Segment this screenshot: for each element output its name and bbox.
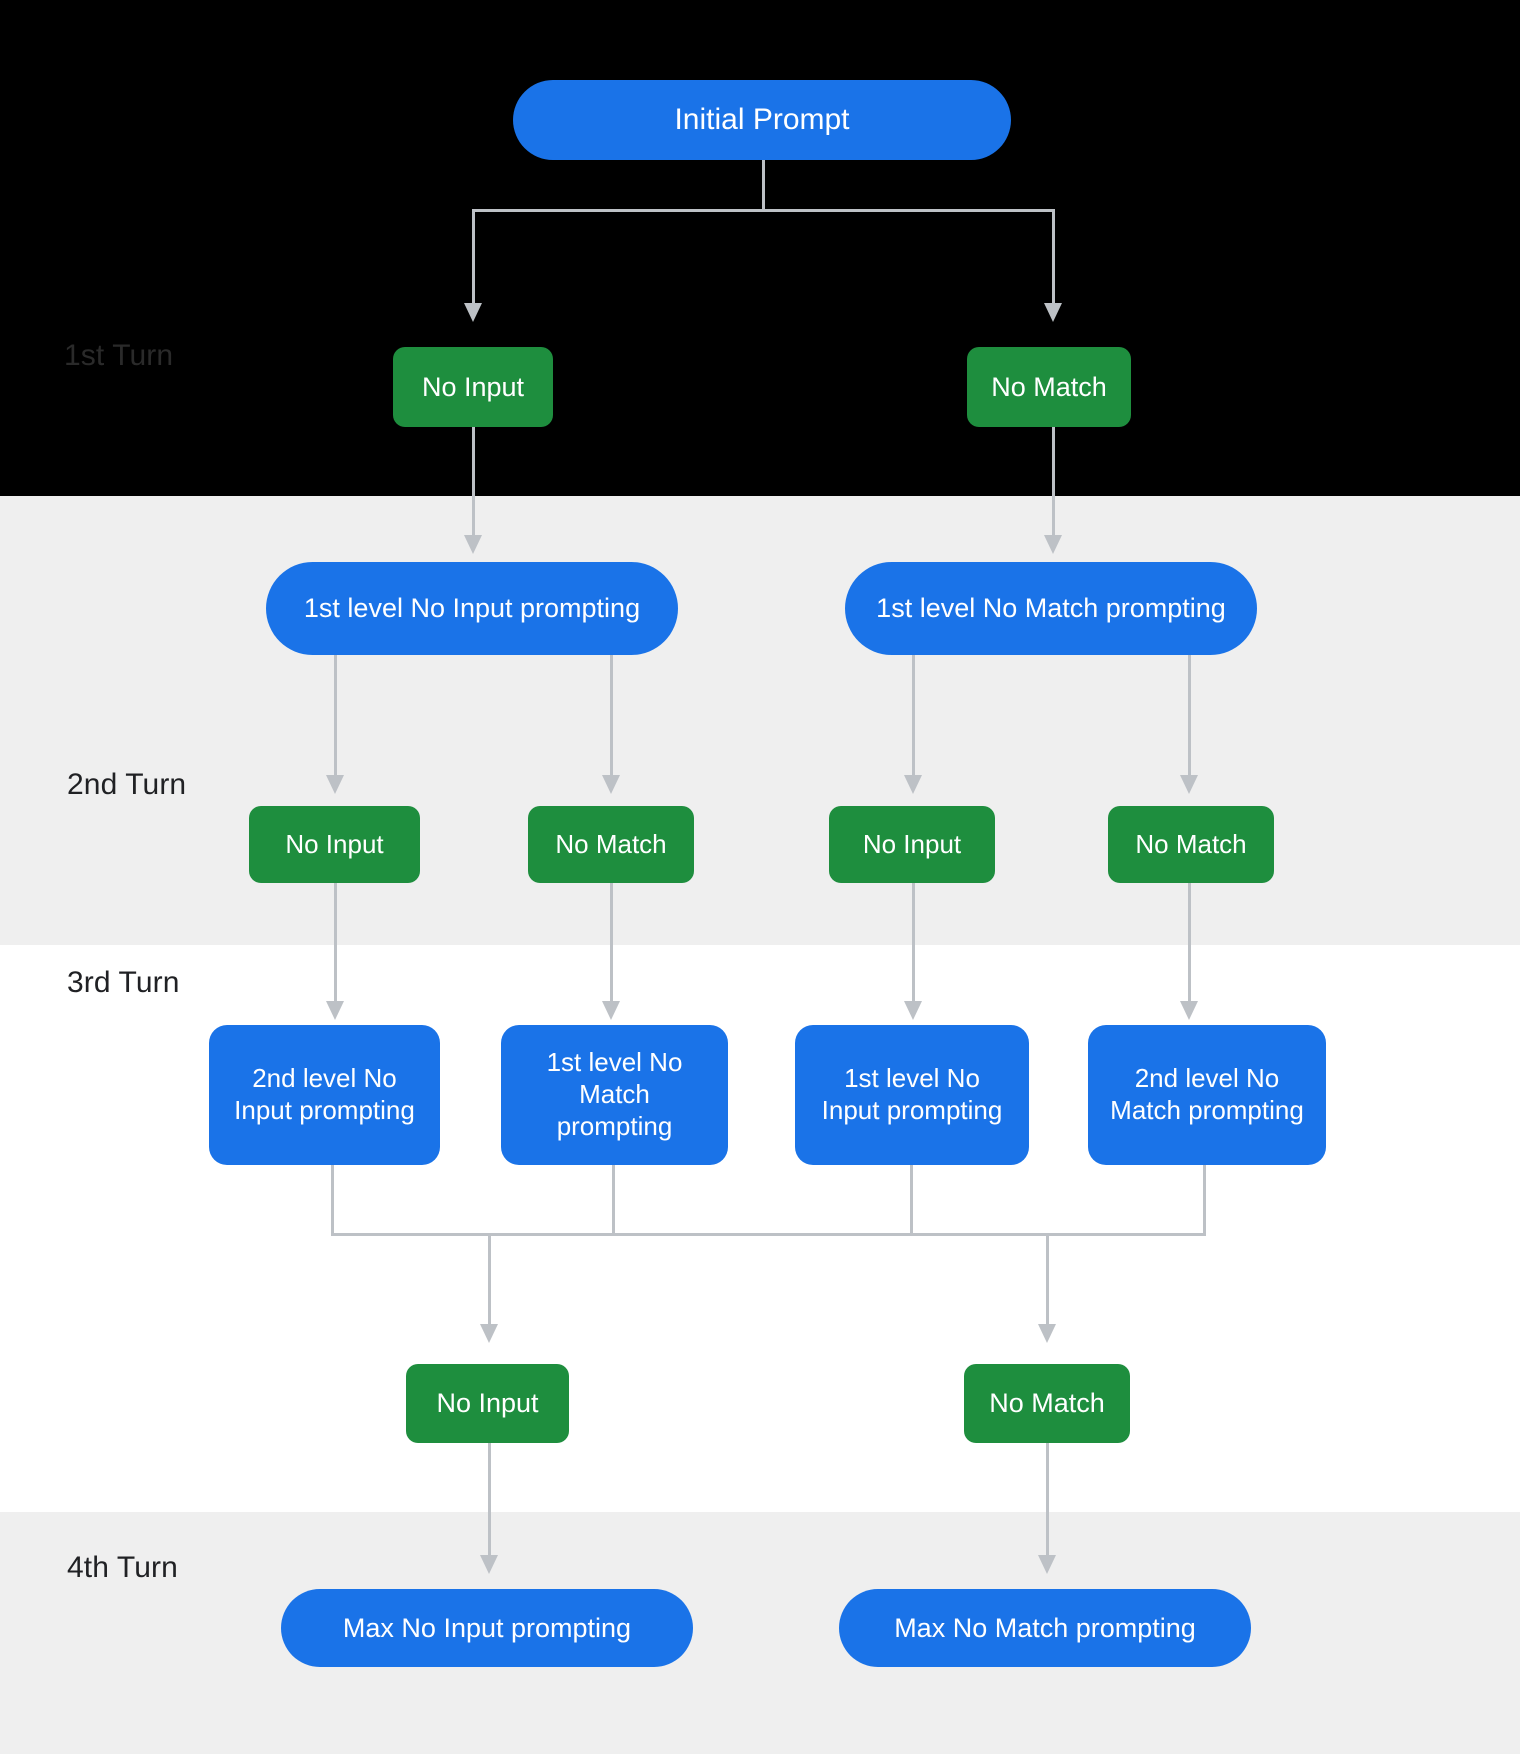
node-1st-level-no-match-prompting[interactable]: 1st level No Match prompting [845, 562, 1257, 655]
connector-t3-c [912, 883, 915, 1003]
node-1st-level-no-input-prompting[interactable]: 1st level No Input prompting [266, 562, 678, 655]
connector-t2-d [1188, 655, 1191, 777]
turn-label-3: 3rd Turn [67, 966, 180, 999]
connector-t2-c [912, 655, 915, 777]
node-label: No Match [555, 828, 667, 859]
connector-root-right [1052, 209, 1055, 305]
turn-band-1 [0, 0, 1520, 496]
connector-root-stem [762, 160, 765, 212]
node-max-no-input-prompting[interactable]: Max No Input prompting [281, 1589, 693, 1667]
connector-root-bar [472, 209, 1055, 212]
node-turn3-no-input[interactable]: No Input [406, 1364, 569, 1443]
node-label: 1st level No Match prompting [546, 1047, 683, 1141]
node-turn2-no-input-a[interactable]: No Input [249, 806, 420, 883]
arrowhead-root-right [1044, 303, 1062, 322]
arrowhead-t2-d [1180, 775, 1198, 794]
connector-root-left [472, 209, 475, 305]
connector-merge-bar [331, 1233, 1206, 1236]
connector-t4-left [488, 1443, 491, 1557]
node-turn2-no-match-d[interactable]: No Match [1108, 806, 1274, 883]
turn-label-1: 1st Turn [64, 339, 174, 372]
arrowhead-t2-a [326, 775, 344, 794]
connector-merge-stem-d [1203, 1165, 1206, 1236]
arrowhead-t3-b [602, 1001, 620, 1020]
node-turn2-no-match-b[interactable]: No Match [528, 806, 694, 883]
node-label: Initial Prompt [674, 102, 850, 136]
node-label: 1st level No Input prompting [821, 1063, 1003, 1125]
node-label: No Match [1135, 828, 1247, 859]
node-label: 2nd level No Input prompting [234, 1063, 415, 1125]
arrowhead-root-left [464, 303, 482, 322]
turn-band-4 [0, 1512, 1520, 1754]
node-label: 1st level No Match prompting [876, 593, 1226, 624]
arrowhead-t2-c [904, 775, 922, 794]
connector-t4-right [1046, 1443, 1049, 1557]
connector-t2-b [610, 655, 613, 777]
connector-merge-stem-a [331, 1165, 334, 1236]
connector-merge-down-left [488, 1233, 491, 1326]
connector-t1-right [1052, 427, 1055, 537]
connector-t3-d [1188, 883, 1191, 1003]
node-label: 2nd level No Match prompting [1110, 1063, 1304, 1125]
arrowhead-merge-right [1038, 1324, 1056, 1343]
connector-merge-down-right [1046, 1233, 1049, 1326]
node-1st-level-no-input-prompting-t3[interactable]: 1st level No Input prompting [795, 1025, 1029, 1165]
arrowhead-t4-right [1038, 1555, 1056, 1574]
node-label: No Input [285, 828, 384, 859]
node-1st-level-no-match-prompting-t3[interactable]: 1st level No Match prompting [501, 1025, 728, 1165]
arrowhead-t2-b [602, 775, 620, 794]
arrowhead-t1-left [464, 535, 482, 554]
arrowhead-merge-left [480, 1324, 498, 1343]
connector-t3-a [334, 883, 337, 1003]
connector-merge-stem-c [910, 1165, 913, 1236]
node-label: Max No Match prompting [894, 1612, 1196, 1643]
node-max-no-match-prompting[interactable]: Max No Match prompting [839, 1589, 1251, 1667]
node-label: No Match [989, 1388, 1105, 1419]
node-label: No Input [862, 828, 962, 859]
arrowhead-t3-d [1180, 1001, 1198, 1020]
node-label: No Input [436, 1388, 539, 1419]
node-label: No Match [991, 371, 1107, 402]
turn-band-2 [0, 496, 1520, 945]
node-label: No Input [421, 371, 525, 402]
turn-label-2: 2nd Turn [67, 768, 187, 801]
node-turn1-no-match[interactable]: No Match [967, 347, 1131, 427]
node-label: 1st level No Input prompting [303, 593, 641, 624]
connector-t2-a [334, 655, 337, 777]
arrowhead-t3-c [904, 1001, 922, 1020]
turn-label-4: 4th Turn [67, 1551, 178, 1584]
node-2nd-level-no-input-prompting[interactable]: 2nd level No Input prompting [209, 1025, 440, 1165]
node-initial-prompt[interactable]: Initial Prompt [513, 80, 1011, 160]
arrowhead-t4-left [480, 1555, 498, 1574]
connector-merge-stem-b [612, 1165, 615, 1236]
node-turn3-no-match[interactable]: No Match [964, 1364, 1130, 1443]
connector-t1-left [472, 427, 475, 537]
node-label: Max No Input prompting [342, 1612, 632, 1643]
arrowhead-t1-right [1044, 535, 1062, 554]
node-turn1-no-input[interactable]: No Input [393, 347, 553, 427]
arrowhead-t3-a [326, 1001, 344, 1020]
node-turn2-no-input-c[interactable]: No Input [829, 806, 995, 883]
node-2nd-level-no-match-prompting[interactable]: 2nd level No Match prompting [1088, 1025, 1326, 1165]
connector-t3-b [610, 883, 613, 1003]
